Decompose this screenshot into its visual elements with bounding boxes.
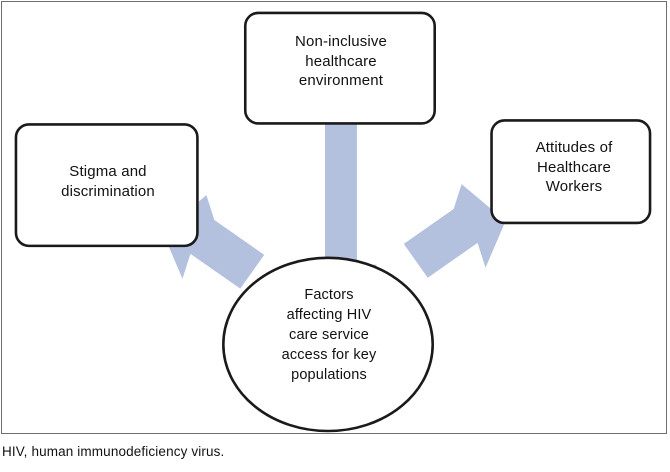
node-center-ellipse[interactable] — [222, 256, 434, 433]
node-right-box[interactable] — [490, 119, 652, 225]
diagram-frame: Non-inclusive healthcare environment Sti… — [1, 1, 667, 434]
arrow-top-to-center — [305, 121, 377, 300]
figure-caption: HIV, human immunodeficiency virus. — [2, 444, 225, 459]
node-top-box[interactable] — [243, 11, 436, 125]
diagram-canvas — [14, 11, 652, 433]
node-left-box[interactable] — [14, 123, 199, 248]
arrow-right-to-center — [403, 184, 506, 278]
